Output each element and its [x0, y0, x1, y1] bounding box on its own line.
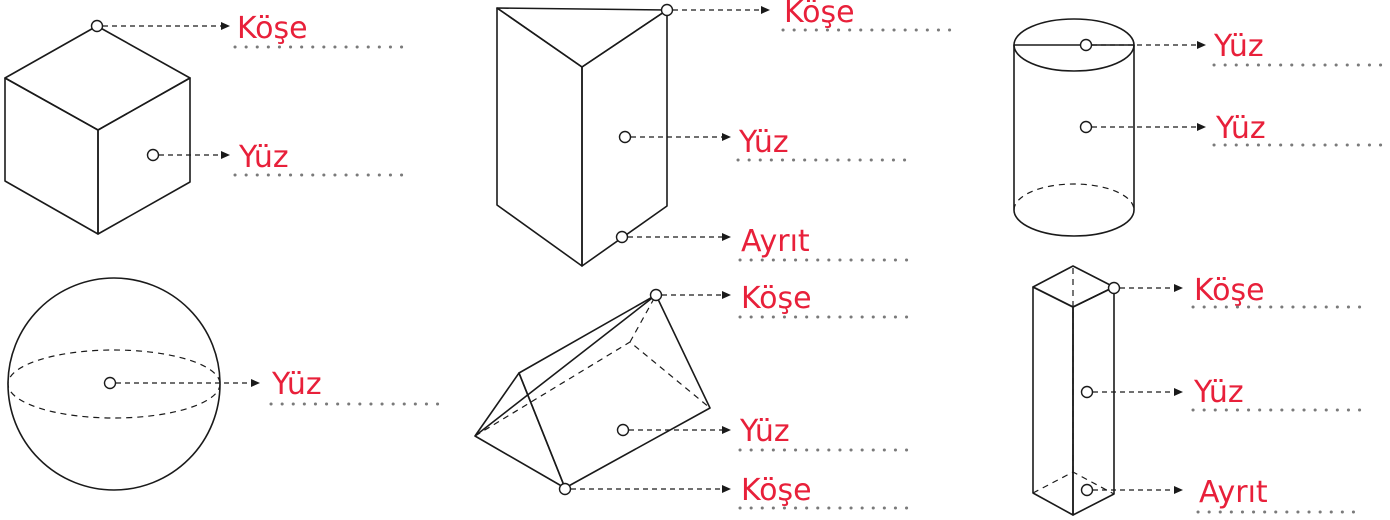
square-prism-vertex-label: Köşe	[1194, 273, 1265, 308]
cube-right-face	[97, 77, 191, 235]
prism-vertex-label: Köşe	[784, 0, 855, 30]
cylinder-top-face	[1013, 18, 1135, 72]
cube-shape	[4, 25, 191, 235]
cube-left-face	[4, 77, 99, 235]
lying-prism-face-label: Yüz	[739, 414, 790, 449]
square-prism-edge-callout: Ayrıt	[1080, 475, 1364, 514]
cylinder-side-callout: Yüz	[1079, 111, 1388, 147]
lying-prism-face-callout: Yüz	[616, 414, 910, 452]
lying-prism-top-vertex-point	[649, 288, 663, 302]
cube-face-point	[146, 148, 160, 162]
cube-vertex-point	[90, 19, 104, 33]
triangular-prism-lying-shape	[474, 294, 711, 489]
lying-prism-top-vertex-callout: Köşe	[649, 281, 910, 319]
prism-edge-label: Ayrıt	[741, 224, 810, 259]
cylinder-hidden-edge	[1013, 183, 1135, 211]
cube-vertex-callout: Köşe	[90, 11, 407, 49]
prism-vertex-callout: Köşe	[660, 0, 957, 32]
square-prism-shape	[1032, 265, 1115, 516]
square-prism-right-face	[1072, 286, 1115, 516]
cylinder-side-label: Yüz	[1215, 111, 1266, 146]
prism-left-face	[496, 7, 583, 267]
prism-edge-point	[615, 230, 629, 244]
prism-face-label: Yüz	[738, 125, 789, 160]
cube-face-callout: Yüz	[146, 140, 407, 177]
cube-vertex-label: Köşe	[237, 11, 308, 46]
square-prism-face-point	[1080, 385, 1094, 399]
lying-prism-face-point	[616, 423, 630, 437]
sphere-point	[103, 376, 117, 390]
prism-face-point	[618, 130, 632, 144]
triangular-prism-upright-shape	[496, 7, 668, 267]
square-prism-vertex-callout: Köşe	[1107, 273, 1364, 309]
square-prism-face-label: Yüz	[1193, 375, 1244, 410]
lying-prism-bottom-vertex-label: Köşe	[741, 473, 812, 508]
lying-prism-top-vertex-label: Köşe	[741, 281, 812, 316]
sphere-equator	[7, 349, 221, 419]
cube-top-face	[4, 25, 191, 131]
lying-prism-top-edge	[474, 294, 657, 437]
square-prism-left-face	[1032, 286, 1074, 516]
square-prism-face-callout: Yüz	[1080, 375, 1364, 412]
lying-prism-side-face	[518, 294, 711, 489]
prism-vertex-point	[660, 3, 674, 17]
cylinder-top-point	[1079, 38, 1093, 52]
square-prism-edge-label: Ayrıt	[1199, 475, 1268, 510]
prism-face-callout: Yüz	[618, 125, 910, 162]
cube-face-label: Yüz	[238, 140, 289, 175]
square-prism-edge-point	[1080, 483, 1094, 497]
square-prism-vertex-point	[1107, 281, 1121, 295]
cylinder-top-label: Yüz	[1213, 29, 1264, 64]
prism-top-face	[496, 7, 668, 68]
square-prism-hidden-edges	[1032, 266, 1115, 495]
lying-prism-hidden-edges	[474, 294, 711, 437]
cylinder-body	[1013, 44, 1135, 237]
cylinder-shape	[1013, 18, 1135, 237]
cylinder-side-point	[1079, 120, 1093, 134]
cylinder-top-callout: Yüz	[1079, 29, 1388, 67]
sphere-callout: Yüz	[103, 367, 442, 406]
sphere-label: Yüz	[271, 367, 322, 402]
prism-edge-callout: Ayrıt	[615, 224, 910, 262]
lying-prism-bottom-vertex-point	[558, 482, 572, 496]
lying-prism-bottom-vertex-callout: Köşe	[558, 473, 910, 510]
sphere-shape	[7, 277, 221, 491]
